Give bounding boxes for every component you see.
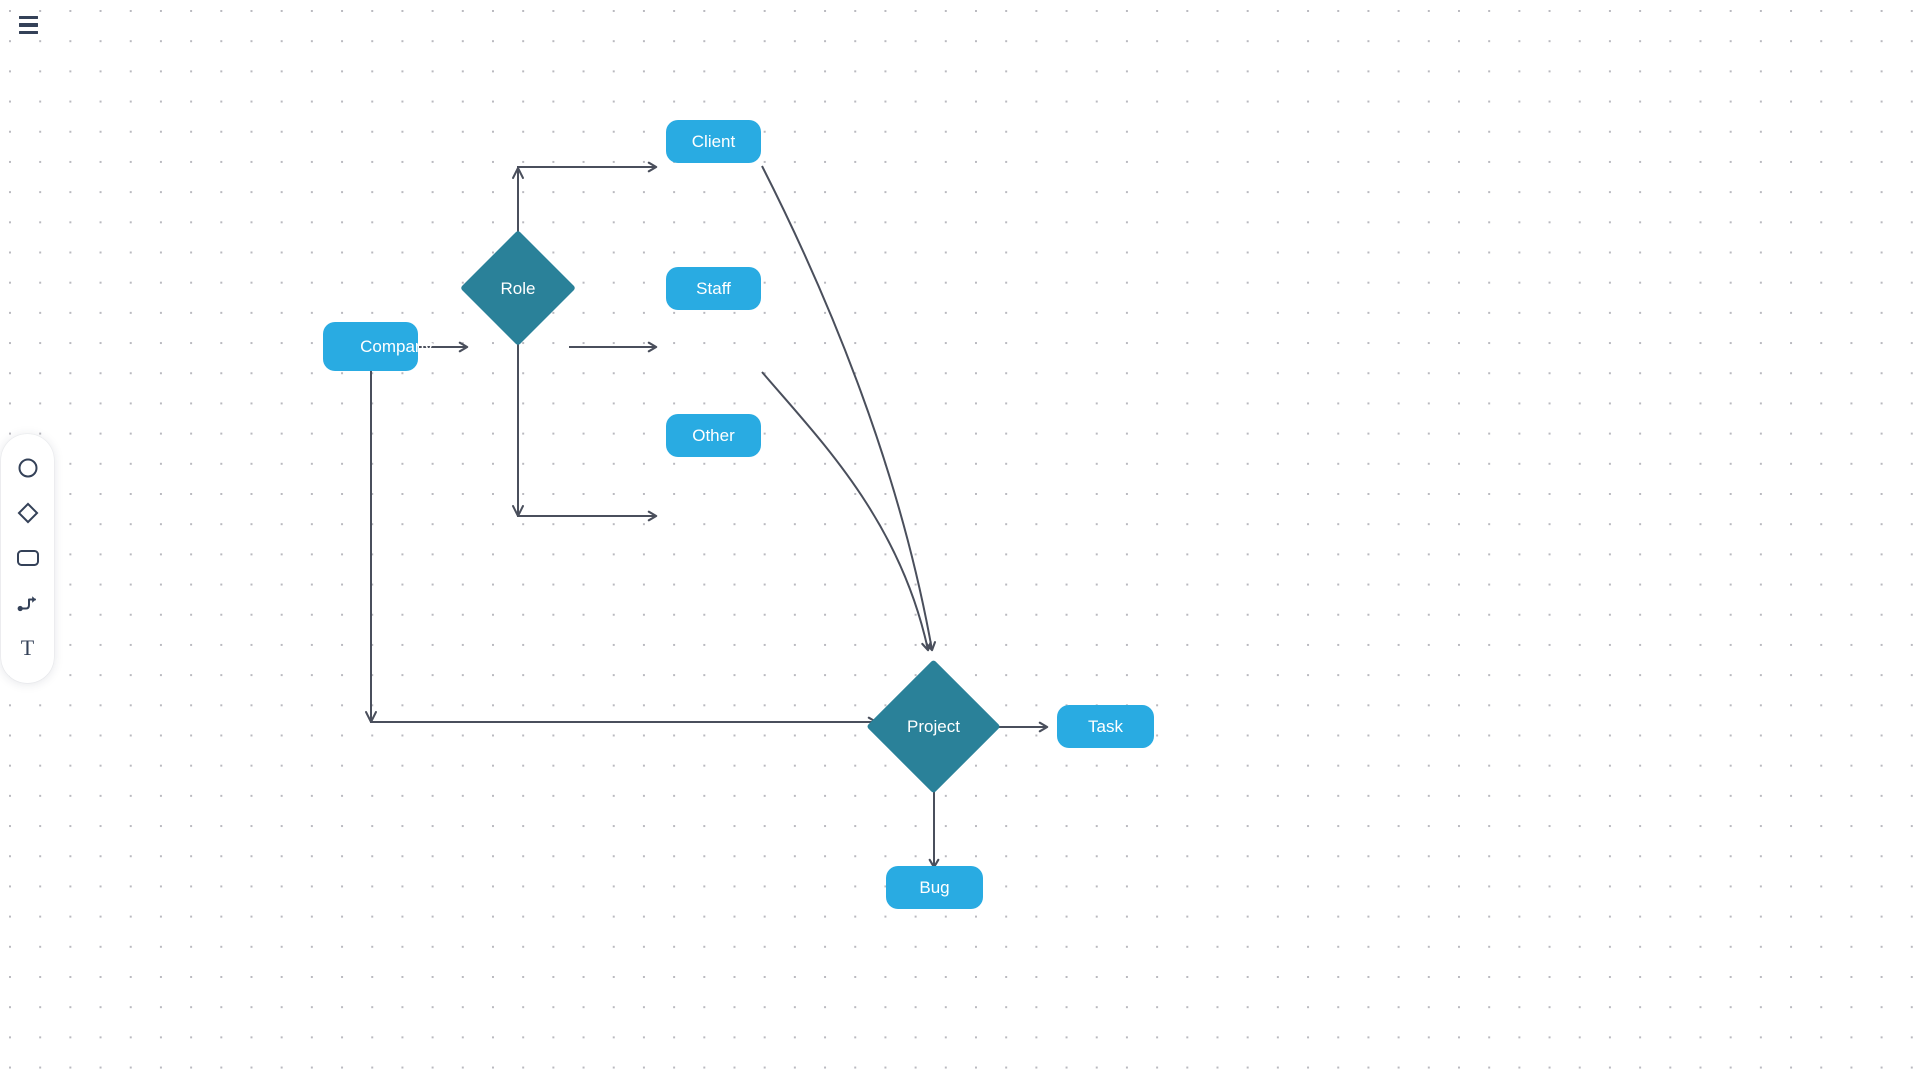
node-other[interactable]: Other <box>666 414 761 457</box>
diamond-icon <box>16 501 40 525</box>
edge-client-project <box>761 165 937 652</box>
node-bug[interactable]: Bug <box>886 866 983 909</box>
node-client[interactable]: Client <box>666 120 761 163</box>
node-label: Other <box>692 426 735 445</box>
node-label: Company <box>360 337 433 356</box>
node-label: Task <box>1088 717 1123 736</box>
node-company-label-wrap: Company <box>323 322 433 371</box>
edge-role-client-tick <box>512 167 524 179</box>
edge-role-other <box>517 329 658 522</box>
node-task[interactable]: Task <box>1057 705 1154 748</box>
diamond-tool-button[interactable] <box>6 490 50 535</box>
text-tool-button[interactable]: T <box>6 625 50 670</box>
hamburger-menu-icon[interactable] <box>12 10 44 40</box>
node-label: Project <box>907 717 960 736</box>
node-company[interactable]: Company <box>323 322 433 371</box>
hamburger-bar-3 <box>18 30 38 34</box>
edge-company-project-tick <box>365 711 377 723</box>
connector-tool-button[interactable] <box>6 580 50 625</box>
tool-palette[interactable]: T <box>1 434 54 683</box>
node-label: Client <box>691 132 736 151</box>
node-staff[interactable]: Staff <box>666 267 761 310</box>
text-t-icon: T <box>20 634 35 660</box>
ellipse-tool-button[interactable] <box>6 445 50 490</box>
circle-icon <box>17 457 39 479</box>
connector-arrow-icon <box>16 592 40 614</box>
node-label: Staff <box>696 279 731 298</box>
node-role[interactable]: Role <box>460 230 576 346</box>
rounded-rect-icon <box>16 548 40 568</box>
edge-role-other-tick <box>512 505 524 517</box>
edge-role-client-arm <box>517 161 658 247</box>
edge-staff-project <box>761 371 932 652</box>
node-label: Bug <box>919 878 950 897</box>
hamburger-bar-1 <box>18 16 38 20</box>
node-label: Role <box>500 278 536 298</box>
rectangle-tool-button[interactable] <box>6 535 50 580</box>
hamburger-bar-2 <box>18 23 38 27</box>
node-project[interactable]: Project <box>866 659 1001 794</box>
edge-company-project <box>370 371 878 728</box>
